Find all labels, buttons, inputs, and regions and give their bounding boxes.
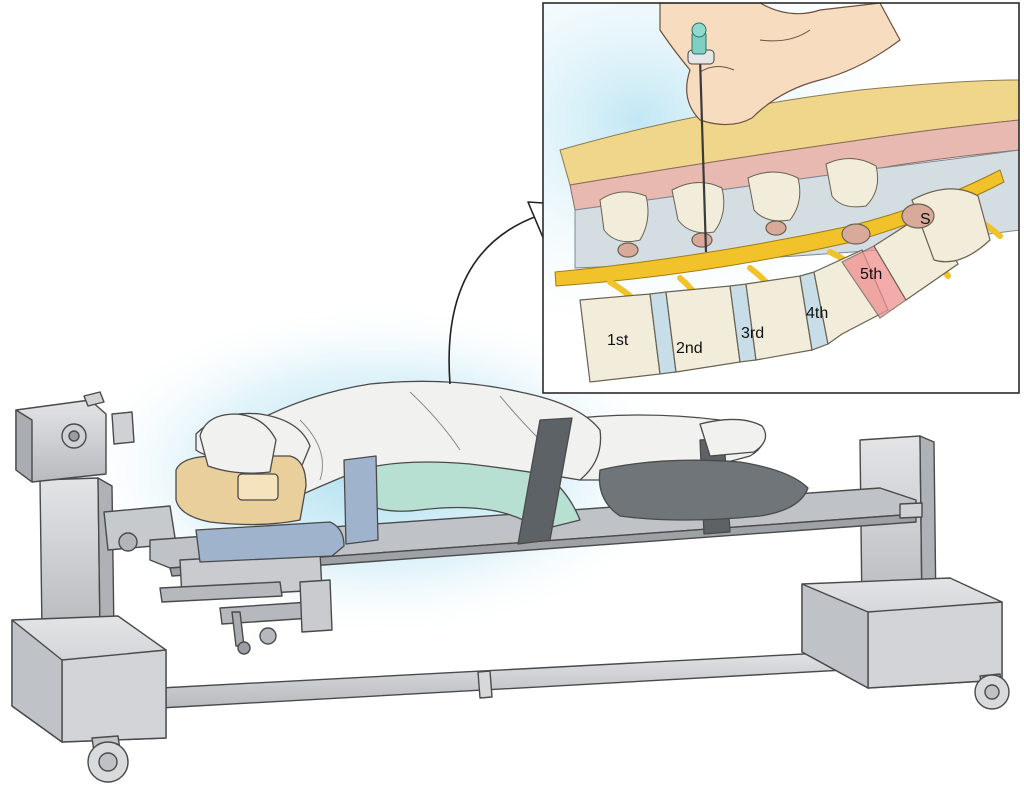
surgeon-hand xyxy=(659,3,901,126)
anatomy-inset: 1st 2nd 3rd 4th 5th S xyxy=(542,2,1020,394)
left-caster-wheel xyxy=(87,735,129,783)
label-4th: 4th xyxy=(806,305,828,322)
label-5th: 5th xyxy=(860,266,882,283)
spinal-needle xyxy=(687,22,715,253)
leg-pillow xyxy=(598,459,809,521)
patient-head xyxy=(199,413,277,474)
cauda-equina xyxy=(554,169,1005,287)
table-crank-assembly xyxy=(159,551,333,655)
label-3rd: 3rd xyxy=(741,325,764,342)
right-caster-wheel xyxy=(974,673,1010,710)
table-left-column xyxy=(11,477,167,743)
belt-strap-hip xyxy=(517,417,573,545)
label-2nd: 2nd xyxy=(676,340,703,357)
vertebra-2 xyxy=(665,285,741,373)
chest-pad xyxy=(343,455,379,545)
label-1st: 1st xyxy=(607,332,629,349)
patient-feet xyxy=(699,418,767,457)
table-base-bar xyxy=(159,649,881,709)
spinous-processes xyxy=(599,158,879,243)
sacrum xyxy=(911,188,991,263)
patient-torso xyxy=(235,380,602,501)
table-right-column xyxy=(801,435,1003,689)
arm-pad-left xyxy=(195,521,345,563)
label-sacrum: S xyxy=(920,211,931,228)
face-cutout xyxy=(237,473,279,501)
vertebral-bodies xyxy=(579,188,991,383)
patient xyxy=(175,380,809,563)
